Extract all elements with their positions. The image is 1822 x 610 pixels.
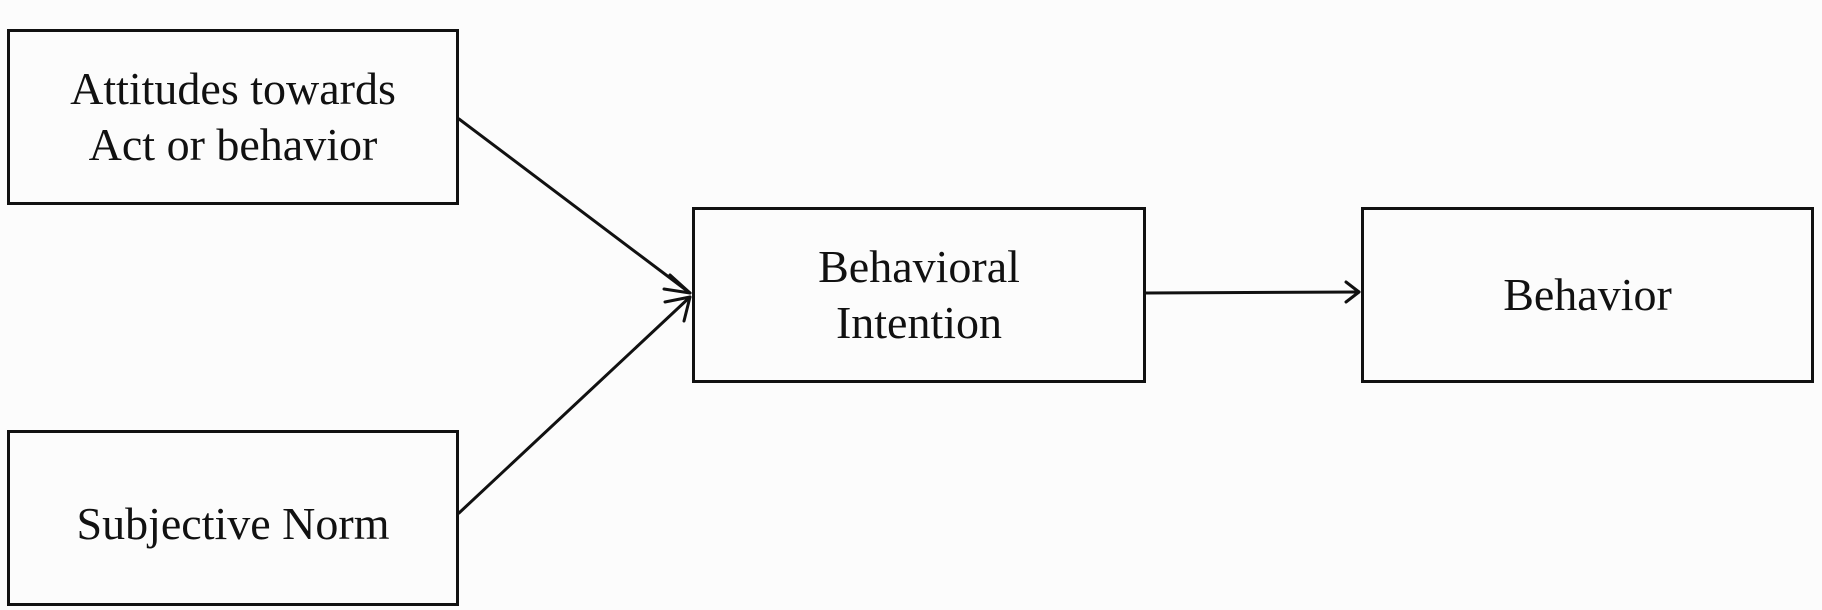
node-attitudes: Attitudes towards Act or behavior (7, 29, 459, 205)
node-subjective-norm: Subjective Norm (7, 430, 459, 606)
node-behavioral-intention-label: Behavioral Intention (818, 241, 1020, 348)
edge-attitudes-to-intention (457, 117, 692, 295)
arrowhead-icon (1344, 280, 1361, 304)
arrowhead-icon (662, 273, 692, 295)
node-subjective-norm-label: Subjective Norm (76, 498, 390, 549)
node-attitudes-label: Attitudes towards Act or behavior (70, 63, 396, 170)
arrowhead-icon (663, 295, 692, 323)
edge-intention-to-behavior (1144, 290, 1361, 295)
edge-norm-to-intention (457, 295, 692, 515)
node-behavior-label: Behavior (1503, 269, 1672, 320)
node-behavioral-intention: Behavioral Intention (692, 207, 1146, 383)
node-behavior: Behavior (1361, 207, 1814, 383)
